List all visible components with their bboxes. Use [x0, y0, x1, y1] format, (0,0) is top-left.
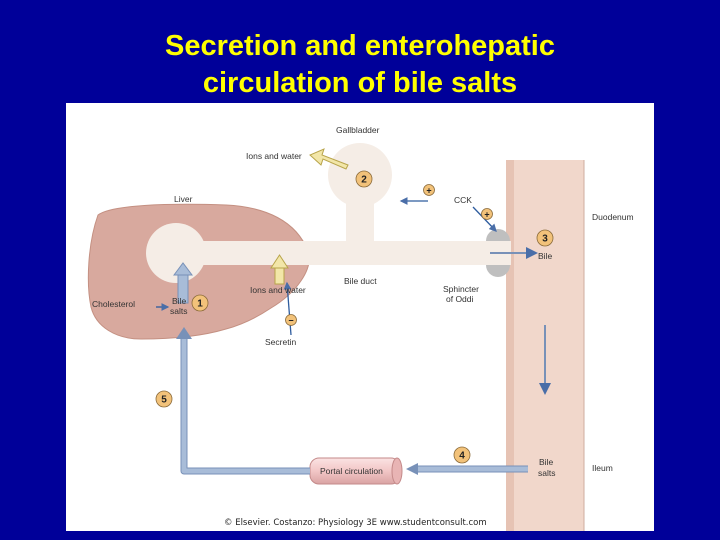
- intestine-wall-left: [506, 160, 514, 531]
- duct-secretion-arrow-shaft: [274, 265, 285, 285]
- label-portal-circulation: Portal circulation: [320, 466, 383, 476]
- step-marker-5-text: 5: [161, 395, 167, 406]
- secretin-sign: [285, 314, 297, 326]
- label-ions-water-mid: Ions and water: [250, 285, 306, 295]
- recirculation-path: [180, 335, 528, 475]
- label-sphincter-1: Sphincter: [443, 284, 479, 294]
- arrowhead-into-portal: [406, 463, 418, 475]
- label-cholesterol: Cholesterol: [92, 299, 135, 309]
- step-marker-4: [453, 446, 471, 464]
- liver-uptake-arrow-head: [173, 262, 193, 276]
- secretin-sign-text: −: [288, 316, 293, 326]
- title-line-1: Secretion and enterohepatic: [165, 30, 555, 62]
- cck-gallbladder-sign-text: +: [426, 186, 431, 196]
- gallbladder-absorption-arrow: [309, 148, 349, 170]
- label-secretin: Secretin: [265, 337, 296, 347]
- step-marker-3: [536, 229, 554, 247]
- step-marker-3-text: 3: [542, 234, 548, 245]
- step-marker-2: [355, 170, 373, 188]
- label-bile-salts-ileum-1: Bile: [539, 457, 553, 467]
- slide-title: Secretion and enterohepatic circulation …: [0, 28, 720, 102]
- label-bile-salts-ileum-2: salts: [538, 468, 555, 478]
- label-duodenum: Duodenum: [592, 212, 634, 222]
- label-bile-duct: Bile duct: [344, 276, 377, 286]
- step-marker-4-text: 4: [459, 451, 465, 462]
- diagram-canvas: + + − 1 2 3 4 5 Gallbladder Ions and wat…: [87, 125, 634, 531]
- portal-vessel-end: [391, 457, 403, 485]
- sphincter-upper: [486, 229, 510, 241]
- duct-secretion-arrow-head: [270, 254, 289, 269]
- recirculation-path-fill: [181, 335, 528, 474]
- cck-gallbladder-sign: [423, 184, 435, 196]
- step-marker-1-text: 1: [197, 299, 203, 310]
- label-gallbladder: Gallbladder: [336, 125, 380, 135]
- label-bile-salts-liver-1: Bile: [172, 296, 186, 306]
- label-cck: CCK: [454, 195, 472, 205]
- bile-salt-circulation-figure: + + − 1 2 3 4 5 Gallbladder Ions and wat…: [66, 103, 654, 531]
- label-liver: Liver: [174, 194, 193, 204]
- hepatic-duct: [176, 241, 511, 265]
- label-sphincter-2: of Oddi: [446, 294, 474, 304]
- label-ileum: Ileum: [592, 463, 613, 473]
- step-marker-2-text: 2: [361, 175, 367, 186]
- step-marker-1: [191, 294, 209, 312]
- step-marker-5: [155, 390, 173, 408]
- secretin-arrow: [283, 281, 292, 336]
- title-line-2: circulation of bile salts: [202, 67, 518, 99]
- label-bile: Bile: [538, 251, 552, 261]
- cck-sphincter-sign-text: +: [484, 210, 489, 220]
- sphincter-lower: [486, 265, 510, 277]
- figure-credit: © Elsevier. Costanzo: Physiology 3E www.…: [224, 518, 487, 528]
- arrowhead-to-liver-from-portal: [176, 327, 192, 339]
- label-bile-salts-liver-2: salts: [170, 306, 187, 316]
- cck-sphincter-sign: [481, 208, 493, 220]
- label-ions-water-top: Ions and water: [246, 151, 302, 161]
